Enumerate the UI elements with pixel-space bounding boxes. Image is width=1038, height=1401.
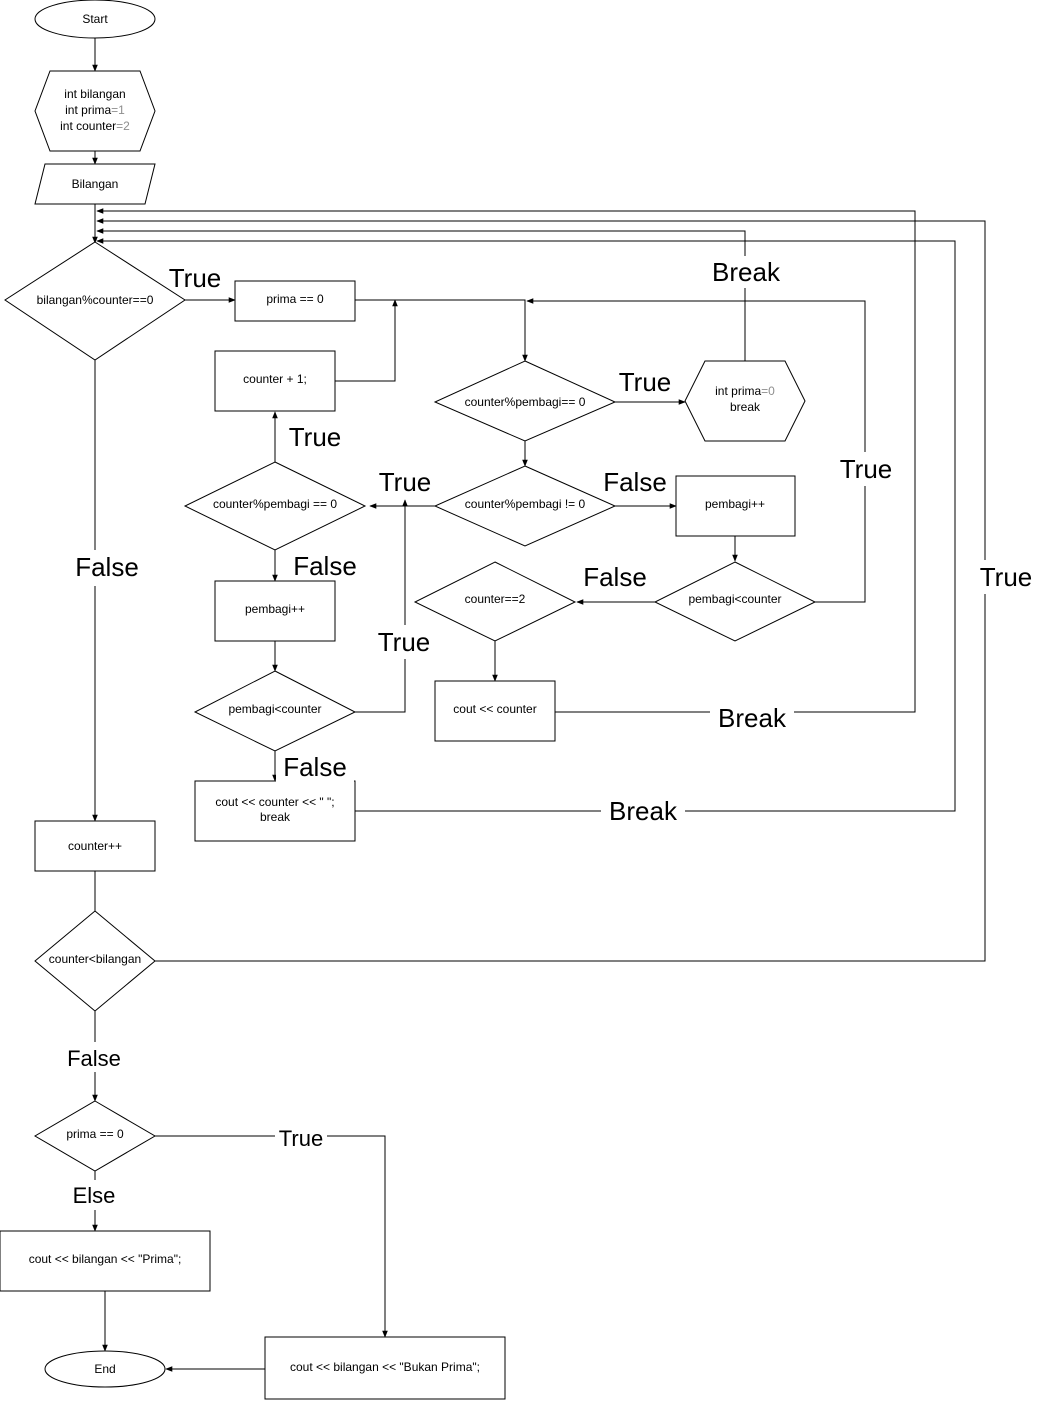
label-prima0-else: Else: [73, 1183, 116, 1208]
node-cond-counter2: counter==2: [413, 561, 577, 642]
edge-right-loop-true: [526, 298, 866, 603]
node-out-counter-space: cout << counter << " "; break: [194, 780, 356, 842]
edge-prima-to-div: [355, 299, 528, 362]
node-input: Bilangan: [34, 163, 156, 205]
node-cond-div-eq: counter%pembagi== 0: [433, 360, 617, 442]
node-cond-prima0: prima == 0: [34, 1100, 156, 1172]
cond-div-eq2-label: counter%pembagi == 0: [213, 497, 337, 511]
node-declare: int bilangan int prima=1 int counter=2: [34, 70, 156, 152]
label-far-right-true: True: [980, 562, 1033, 592]
declare-line-2: int prima=1: [65, 103, 125, 117]
start-label: Start: [82, 12, 108, 26]
cond-prima0-label: prima == 0: [66, 1127, 124, 1141]
node-set-prima0: int prima=0 break: [684, 360, 806, 442]
node-cond-div-ne: counter%pembagi != 0: [433, 465, 617, 547]
node-cond-main: bilangan%counter==0: [4, 241, 186, 361]
out-prima-label: cout << bilangan << "Prima";: [29, 1252, 182, 1266]
label-left-loop-false: False: [283, 752, 347, 782]
set-prima0-line-1: int prima=0: [715, 384, 775, 398]
label-break-mid: Break: [718, 703, 787, 733]
label-left-loop-true: True: [378, 627, 431, 657]
label-main-false: False: [75, 552, 139, 582]
cond-pembagi-lt-left-label: pembagi<counter: [228, 702, 321, 716]
label-left-div-false: False: [293, 551, 357, 581]
label-counter2-false: False: [583, 562, 647, 592]
node-prima-assign: prima == 0: [234, 280, 356, 322]
end-label: End: [94, 1362, 115, 1376]
cond-counter2-label: counter==2: [465, 592, 526, 606]
edge-prima0-true: [155, 1135, 388, 1338]
node-cond-counter-lt: counter<bilangan: [34, 910, 156, 1012]
declare-line-1: int bilangan: [64, 87, 125, 101]
cond-counter-lt-label: counter<bilangan: [49, 952, 141, 966]
input-label: Bilangan: [72, 177, 119, 191]
node-start: Start: [34, 0, 156, 39]
out-counter-space-line-2: break: [260, 810, 291, 824]
label-prima0-true: True: [279, 1126, 323, 1151]
edge-counterplus-up: [335, 299, 398, 382]
label-div-ne-false: False: [603, 467, 667, 497]
node-cond-pembagi-lt-left: pembagi<counter: [193, 670, 357, 752]
label-break-low: Break: [609, 796, 678, 826]
cond-pembagi-lt-right-label: pembagi<counter: [688, 592, 781, 606]
node-pembagi-inc-right: pembagi++: [675, 475, 796, 537]
node-cond-div-eq2: counter%pembagi == 0: [183, 461, 367, 551]
counter-inc-label: counter++: [68, 839, 122, 853]
cond-div-ne-label: counter%pembagi != 0: [465, 497, 586, 511]
pembagi-inc-left-label: pembagi++: [245, 602, 305, 616]
set-prima0-line-2: break: [730, 400, 761, 414]
label-left-div-true: True: [289, 422, 342, 452]
out-counter-label: cout << counter: [453, 702, 536, 716]
out-bukan-label: cout << bilangan << "Bukan Prima";: [290, 1360, 480, 1374]
node-end: End: [44, 1350, 166, 1388]
declare-line-3: int counter=2: [60, 119, 130, 133]
label-main-true: True: [169, 263, 222, 293]
label-div-eq-true: True: [619, 367, 672, 397]
cond-div-eq-label: counter%pembagi== 0: [465, 395, 586, 409]
label-right-loop-true: True: [840, 454, 893, 484]
edge-left-loop-true: [355, 499, 408, 713]
node-counter-inc: counter++: [34, 820, 156, 872]
edge-labels: True False Break True False True True Tr…: [60, 256, 1037, 1210]
label-counter-lt-false: False: [67, 1046, 121, 1071]
node-cond-pembagi-lt-right: pembagi<counter: [653, 561, 817, 642]
label-div-ne-true: True: [379, 467, 432, 497]
cond-main-label: bilangan%counter==0: [37, 293, 154, 307]
node-pembagi-inc-left: pembagi++: [214, 580, 336, 642]
node-out-bukan: cout << bilangan << "Bukan Prima";: [264, 1336, 506, 1400]
node-out-counter: cout << counter: [434, 680, 556, 742]
node-counter-plus1: counter + 1;: [214, 350, 336, 412]
pembagi-inc-right-label: pembagi++: [705, 497, 765, 511]
counter-plus1-label: counter + 1;: [243, 372, 307, 386]
out-counter-space-line-1: cout << counter << " ";: [215, 795, 334, 809]
prima-assign-label: prima == 0: [266, 292, 324, 306]
edge-break-top: [96, 228, 746, 361]
node-out-prima: cout << bilangan << "Prima";: [0, 1230, 211, 1292]
label-break-top: Break: [712, 257, 781, 287]
